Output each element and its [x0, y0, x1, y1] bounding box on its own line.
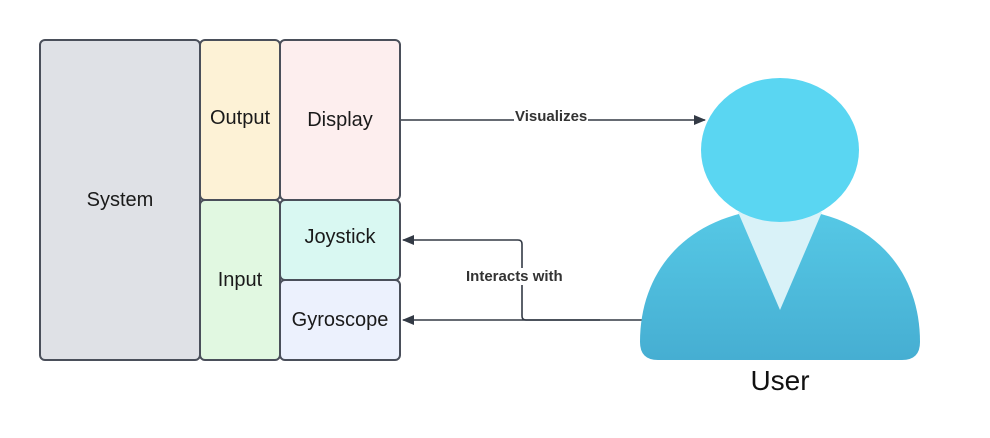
output-block: Output	[199, 39, 281, 201]
gyroscope-block: Gyroscope	[279, 279, 401, 361]
system-label: System	[86, 188, 154, 211]
visualizes-label: Visualizes	[514, 108, 589, 125]
user-icon	[640, 78, 920, 360]
input-label: Input	[217, 268, 263, 291]
input-block: Input	[199, 199, 281, 361]
joystick-label: Joystick	[304, 225, 376, 248]
system-block: System	[39, 39, 201, 361]
user-label: User	[750, 365, 810, 396]
gyroscope-label: Gyroscope	[291, 308, 389, 331]
display-label: Display	[307, 108, 373, 131]
joystick-block: Joystick	[279, 199, 401, 281]
interacts-with-label: Interacts with	[465, 268, 564, 285]
output-label: Output	[209, 106, 271, 129]
user-collar	[738, 212, 822, 310]
user-head	[701, 78, 859, 222]
